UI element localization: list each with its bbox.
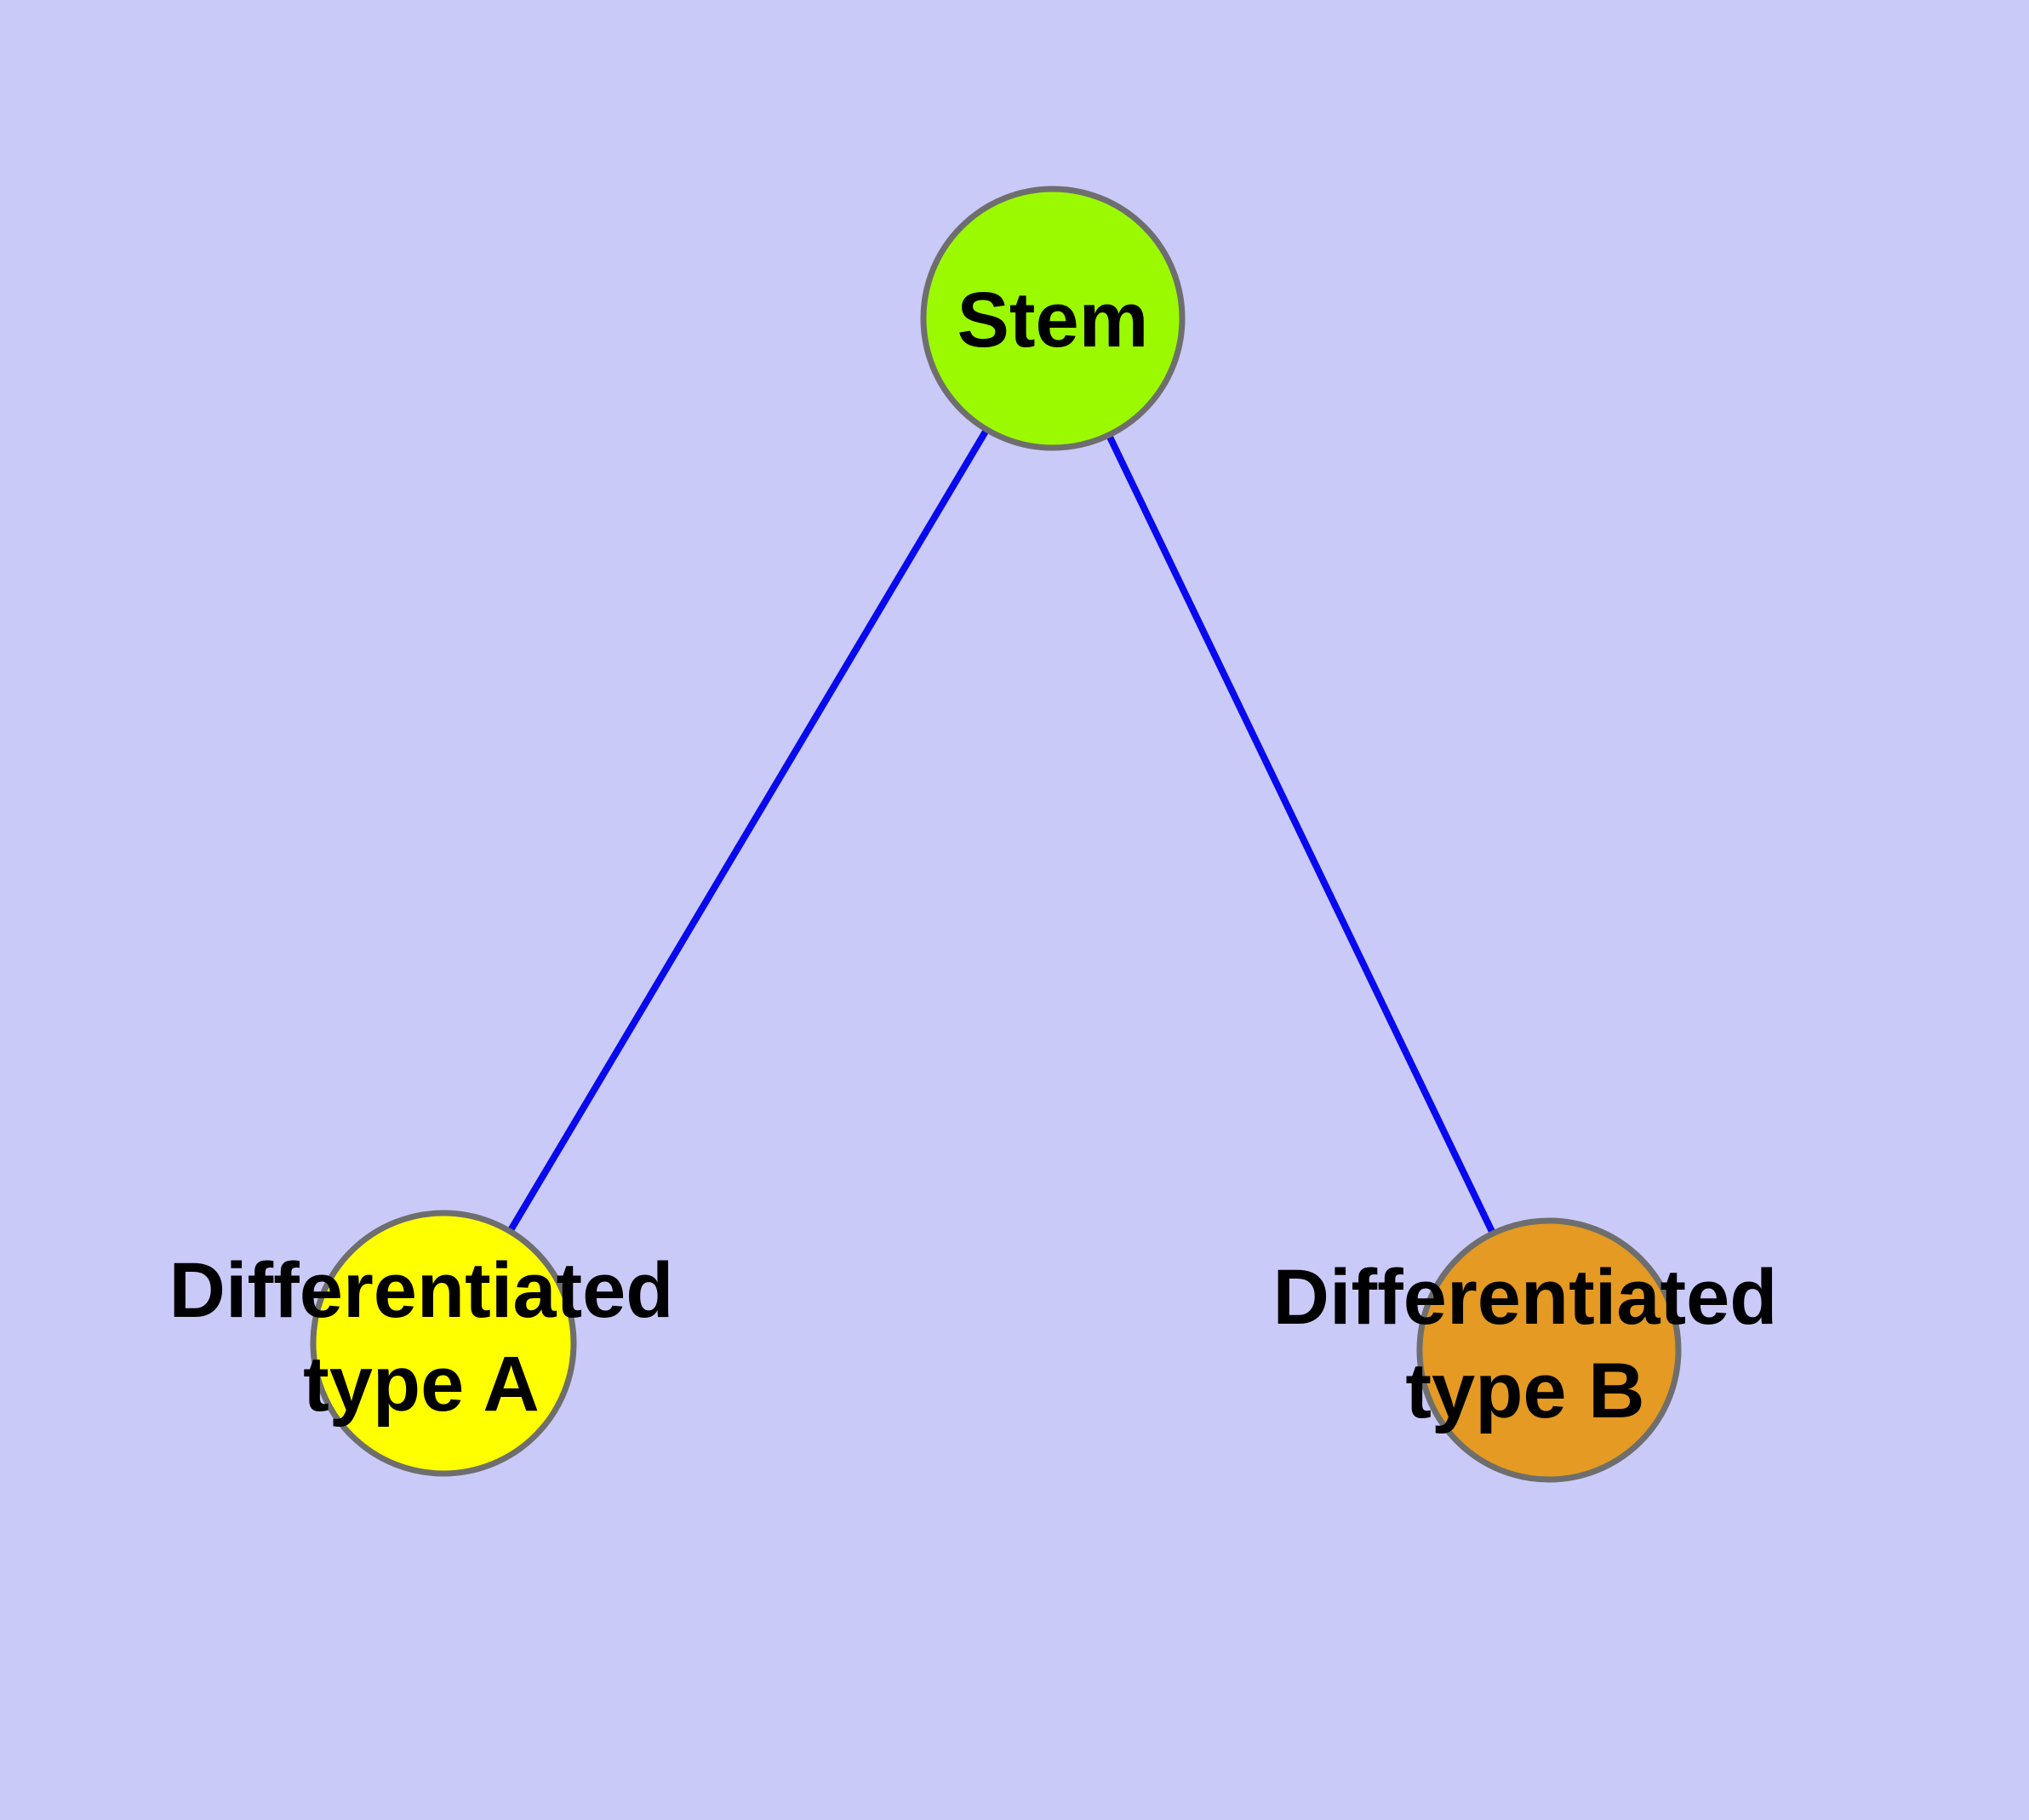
edge-stem-to-type-a: [440, 316, 1056, 1346]
node-type-a-label-line2: type A: [303, 1341, 540, 1428]
node-differentiated-type-b: [1416, 1217, 1682, 1483]
node-type-b-label-line1: Differentiated: [1273, 1254, 1778, 1341]
node-stem-label: Stem: [957, 277, 1149, 363]
node-type-a-label-line1: Differentiated: [169, 1247, 674, 1334]
node-type-b-label-line2: type B: [1405, 1348, 1644, 1434]
node-differentiated-type-a: [310, 1210, 577, 1477]
edge-stem-to-type-b: [1049, 317, 1552, 1352]
node-stem: [920, 186, 1186, 451]
